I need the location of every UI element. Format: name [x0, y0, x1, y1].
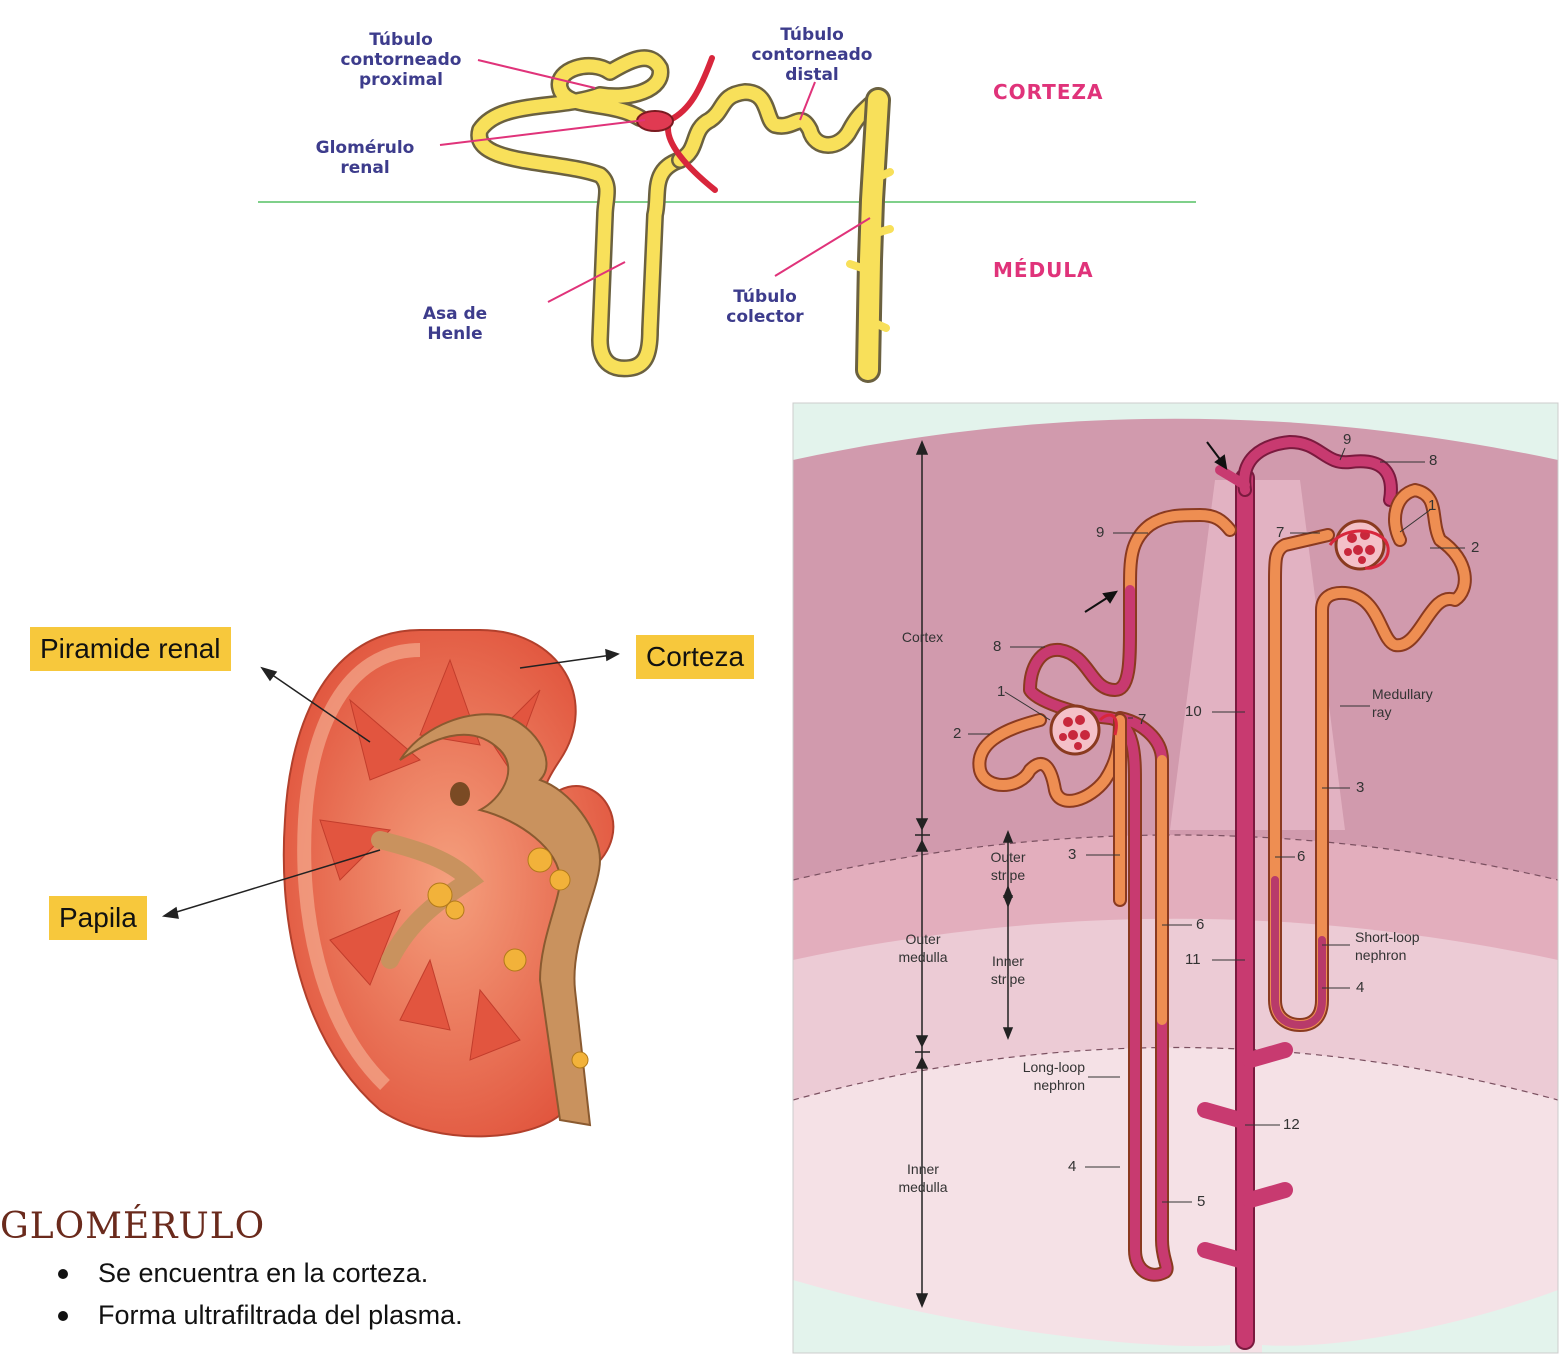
top-nephron-drawing [258, 49, 1196, 383]
num-5: 5 [1197, 1193, 1206, 1210]
glomerulus-long [1049, 704, 1101, 756]
short-loop-nephron [1268, 483, 1472, 1032]
bullet-list: Se encuentra en la corteza. Forma ultraf… [48, 1252, 463, 1336]
num-4-b: 4 [1068, 1158, 1077, 1175]
num-12: 12 [1283, 1116, 1300, 1133]
label-corteza-kidney: Corteza [636, 635, 755, 679]
label-collecting-tubule: Túbulo colector [726, 287, 804, 327]
label-short-loop: Short-loop nephron [1355, 929, 1420, 963]
label-corteza: CORTEZA [993, 80, 1104, 104]
collecting-duct-right [1197, 435, 1398, 1350]
bullet-item: Forma ultrafiltrada del plasma. [48, 1294, 463, 1336]
num-1-a: 1 [1428, 497, 1437, 514]
num-3-a: 3 [1356, 779, 1365, 796]
label-medula: MÉDULA [993, 258, 1094, 282]
label-loop-of-henle: Asa de Henle [422, 304, 488, 344]
label-proximal-tubule: Túbulo contorneado proximal [340, 30, 462, 90]
label-piramide-renal: Piramide renal [30, 627, 231, 671]
long-loop-nephron [972, 508, 1237, 1282]
num-2-b: 2 [953, 725, 962, 742]
label-glomerulus: Glomérulo renal [315, 138, 415, 178]
num-11: 11 [1185, 951, 1201, 968]
renal-pelvis [399, 713, 602, 1127]
label-inner-medulla: Inner medulla [898, 1161, 948, 1195]
num-6-a: 6 [1297, 848, 1306, 865]
label-long-loop: Long-loop nephron [1022, 1059, 1085, 1093]
label-outer-stripe: Outer stripe [990, 849, 1026, 883]
num-9-a: 9 [1343, 431, 1352, 448]
num-1-b: 1 [997, 683, 1006, 700]
bullet-item: Se encuentra en la corteza. [48, 1252, 463, 1294]
label-medullary-ray: Medullary ray [1372, 686, 1433, 720]
num-8-a: 8 [1429, 452, 1438, 469]
num-2-a: 2 [1471, 539, 1480, 556]
num-9-b: 9 [1096, 524, 1105, 541]
num-7-b: 7 [1138, 711, 1147, 728]
num-4-a: 4 [1356, 979, 1365, 996]
label-papila: Papila [49, 896, 147, 940]
label-distal-tubule: Túbulo contorneado distal [751, 25, 873, 85]
num-6-b: 6 [1196, 916, 1205, 933]
kidney-drawing [161, 629, 620, 1138]
num-8-b: 8 [993, 638, 1002, 655]
label-cortex: Cortex [901, 629, 944, 645]
inner-medulla-zone [793, 1047, 1558, 1353]
heading-glomerulo: GLOMÉRULO [0, 1206, 266, 1247]
label-inner-stripe: Inner stripe [990, 953, 1026, 987]
label-outer-medulla: Outer medulla [898, 931, 948, 965]
num-3-b: 3 [1068, 846, 1077, 863]
num-10: 10 [1185, 703, 1202, 720]
num-7-a: 7 [1276, 524, 1285, 541]
